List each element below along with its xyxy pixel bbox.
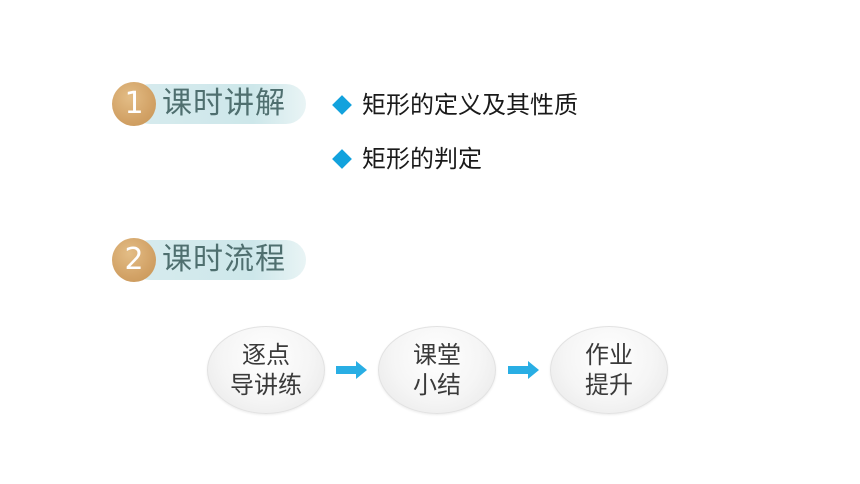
section-pill [130, 84, 306, 124]
flow-step-line: 课堂 [413, 341, 461, 369]
flow-step-line: 提升 [585, 371, 633, 399]
flow-step-line: 作业 [585, 341, 633, 369]
section-lesson-flow: 2 课时流程 [112, 238, 308, 282]
right-arrow-icon [508, 361, 539, 379]
topic-item: 矩形的判定 [332, 142, 578, 176]
flow-step-line: 导讲练 [230, 371, 302, 399]
section-lesson-explanation: 1 课时讲解 [112, 82, 308, 126]
section-number-badge: 1 [112, 82, 156, 126]
section-title: 课时讲解 [162, 86, 286, 121]
section-title: 课时流程 [162, 242, 286, 277]
section-number-badge: 2 [112, 238, 156, 282]
flow-step-line: 小结 [413, 371, 461, 399]
topic-label: 矩形的判定 [362, 145, 482, 173]
flow-step-summary[interactable]: 课堂 小结 [378, 326, 496, 414]
flow-step-line: 逐点 [242, 341, 290, 369]
topic-label: 矩形的定义及其性质 [362, 91, 578, 119]
diamond-bullet-icon [332, 95, 352, 115]
topic-item: 矩形的定义及其性质 [332, 88, 578, 122]
flow-step-homework[interactable]: 作业 提升 [550, 326, 668, 414]
right-arrow-icon [336, 361, 367, 379]
diamond-bullet-icon [332, 149, 352, 169]
section-pill [130, 240, 306, 280]
topic-list: 矩形的定义及其性质 矩形的判定 [332, 88, 578, 196]
flow-step-practice[interactable]: 逐点 导讲练 [207, 326, 325, 414]
